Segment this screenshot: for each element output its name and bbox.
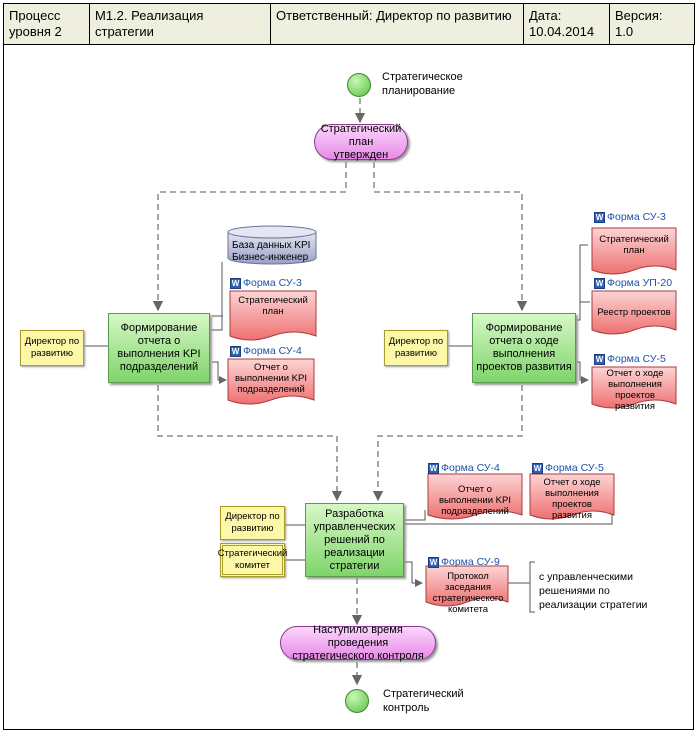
header-version-value: 1.0 xyxy=(615,24,634,39)
left-doc-kpi-report[interactable]: Отчет о выполнении KPI подразделений xyxy=(235,362,307,395)
center-role-committee[interactable]: Стратегический комитет xyxy=(218,543,287,577)
center-output-form-su9-label: Форма СУ-9 xyxy=(441,556,500,568)
word-document-icon: W xyxy=(428,462,439,474)
right-form-up20-label: Форма УП-20 xyxy=(607,277,673,289)
left-role-director[interactable]: Директор по развитию xyxy=(20,330,84,366)
left-form-su3-label: Форма СУ-3 xyxy=(243,277,302,289)
header-date-label: Дата: xyxy=(529,8,562,23)
left-form-su3[interactable]: W Форма СУ-3 xyxy=(230,277,302,289)
header-process-text: М1.2. Реализация стратегии xyxy=(95,8,204,39)
right-form-su5[interactable]: W Форма СУ-5 xyxy=(594,353,666,365)
header-date: Дата: 10.04.2014 xyxy=(523,3,610,45)
center-input-form-su5-label: Форма СУ-5 xyxy=(545,462,604,474)
center-input-form-su4-label: Форма СУ-4 xyxy=(441,462,500,474)
header-responsible: Ответственный: Директор по развитию xyxy=(270,3,524,45)
control-flow xyxy=(152,98,528,686)
left-form-su4-label: Форма СУ-4 xyxy=(243,345,302,357)
kpi-database-label: База данных KPI Бизнес-инженер xyxy=(232,240,311,263)
right-doc-project-registry[interactable]: Реестр проектов xyxy=(597,307,671,318)
center-input-form-su5[interactable]: W Форма СУ-5 xyxy=(532,462,604,474)
center-output-protocol[interactable]: Протокол заседания стратегического комит… xyxy=(433,571,504,615)
center-input-kpi-report[interactable]: Отчет о выполнении KPI подразделений xyxy=(439,484,511,517)
end-event-label: Стратегический контроль xyxy=(383,688,464,714)
event-plan-approved[interactable]: Стратегический план утвержден xyxy=(314,123,408,161)
word-document-icon: W xyxy=(594,277,605,289)
word-document-icon: W xyxy=(230,277,241,289)
word-document-icon: W xyxy=(532,462,543,474)
right-form-su3[interactable]: W Форма СУ-3 xyxy=(594,211,666,223)
header-level-line2: уровня 2 xyxy=(9,24,62,39)
start-event-label: Стратегическое планирование xyxy=(382,71,463,97)
end-event-circle xyxy=(345,689,369,713)
right-doc-strategic-plan[interactable]: Стратегический план xyxy=(599,234,669,256)
header-version: Версия: 1.0 xyxy=(609,3,695,45)
left-form-su4[interactable]: W Форма СУ-4 xyxy=(230,345,302,357)
word-document-icon: W xyxy=(428,556,439,568)
center-output-form-su9[interactable]: W Форма СУ-9 xyxy=(428,556,500,568)
center-input-project-progress[interactable]: Отчет о ходе выполнения проектов развити… xyxy=(543,477,601,521)
left-step-kpi-report[interactable]: Формирование отчета о выполнения KPI под… xyxy=(108,313,210,383)
kpi-database-shape xyxy=(227,225,317,265)
header-date-value: 10.04.2014 xyxy=(529,24,595,39)
right-role-director[interactable]: Директор по развитию xyxy=(384,330,448,366)
right-form-su5-label: Форма СУ-5 xyxy=(607,353,666,365)
header-responsible-text: Ответственный: Директор по развитию xyxy=(276,8,512,23)
left-doc-strategic-plan[interactable]: Стратегический план xyxy=(238,295,308,317)
right-doc-project-progress[interactable]: Отчет о ходе выполнения проектов развити… xyxy=(606,368,664,412)
event-control-time[interactable]: Наступило время проведения стратегическо… xyxy=(280,624,436,662)
center-role-director[interactable]: Директор по развитию xyxy=(220,506,285,540)
header-level: Процесс уровня 2 xyxy=(3,3,90,45)
start-event-circle xyxy=(347,73,371,97)
document-shapes xyxy=(227,227,677,607)
header-version-label: Версия: xyxy=(615,8,663,23)
word-document-icon: W xyxy=(594,353,605,365)
right-form-su3-label: Форма СУ-3 xyxy=(607,211,666,223)
annotation-text: с управленческими решениями по реализаци… xyxy=(539,571,648,611)
word-document-icon: W xyxy=(594,211,605,223)
center-step-management-decisions[interactable]: Разработка управленческих решений по реа… xyxy=(305,503,404,577)
word-document-icon: W xyxy=(230,345,241,357)
right-step-project-report[interactable]: Формирование отчета о ходе выполнения пр… xyxy=(472,313,576,383)
center-input-form-su4[interactable]: W Форма СУ-4 xyxy=(428,462,500,474)
header-level-line1: Процесс xyxy=(9,8,61,23)
right-form-up20[interactable]: W Форма УП-20 xyxy=(594,277,672,289)
